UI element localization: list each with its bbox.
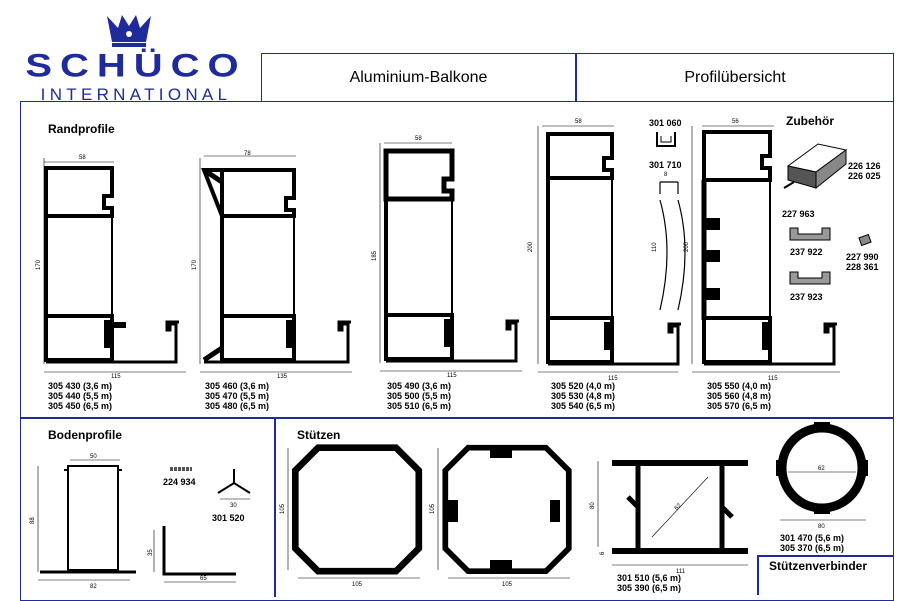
clip-top-drawing [656,132,676,147]
profile-1-width: 58 [79,155,86,161]
profile-4-numbers: 305 520 (4,0 m) 305 530 (4,8 m) 305 540 … [551,381,616,411]
clip-bottom-drawing: 8 110 [652,172,686,311]
section-randprofile: Randprofile [48,122,115,136]
angle-width-dim: 65 [200,576,207,582]
boden-width-dim: 50 [90,454,97,460]
profile-1-base: 115 [111,374,121,380]
clip-bottom-label: 301 710 [649,160,682,170]
small-clip-icon [170,467,192,471]
profile-2-numbers: 305 460 (3,6 m) 305 470 (5,5 m) 305 480 … [205,381,270,411]
bodenprofil-drawing: 50 88 82 [30,454,136,590]
round-outer-dim: 80 [818,524,825,530]
pin-icon [858,233,872,247]
i-width-dim: 111 [676,569,686,575]
profile-3-drawing: 58 185 115 [372,136,522,379]
profile-4-drawing: 58 200 115 [528,119,681,382]
profile-2-width: 78 [244,151,251,157]
header-divider [575,53,577,102]
i-height-dim: 80 [590,502,596,509]
profile-1-drawing: 58 170 115 [36,155,186,380]
brand-logo: SCHÜCO INTERNATIONAL [18,8,258,104]
doc-subtitle: Profilübersicht [684,68,786,86]
doc-title: Aluminium-Balkone [349,68,488,86]
bracket-icon-2 [789,271,831,285]
profile-3-height: 185 [372,250,378,261]
col-divider [274,417,276,597]
floor-clip-drawing: 30 [217,469,251,509]
post1-width-dim: 105 [352,582,363,588]
floor-clip-dim: 30 [230,503,237,509]
profile-5-numbers: 305 550 (4,0 m) 305 560 (4,8 m) 305 570 … [707,381,772,411]
section-stuetzen: Stützen [297,428,341,442]
brand-name: SCHÜCO [25,48,247,84]
profile-5-height: 200 [684,241,690,252]
i-flange-dim: 6 [600,551,606,555]
profile-2-base: 135 [277,374,288,380]
section-stuetzenverbinder: Stützenverbinder [769,559,868,573]
brand-sub: INTERNATIONAL [40,85,232,104]
section-zubehoer: Zubehör [786,114,834,128]
profile-3-numbers: 305 490 (3,6 m) 305 500 (5,5 m) 305 510 … [387,381,452,411]
zubehoer-item-3: 237 922 [790,247,823,257]
round-post: 62 80 [776,422,868,530]
angle-height-dim: 35 [148,549,154,556]
profile-1-numbers: 305 430 (3,6 m) 305 440 (5,5 m) 305 450 … [48,381,113,411]
post2-height-dim: 105 [430,503,436,514]
boden-base-dim: 82 [90,584,97,590]
verbinder-divider-v [757,555,759,595]
profile-3-width: 58 [415,136,422,142]
zubehoer-item-5: 237 923 [790,292,823,302]
connector-piece-icon [783,143,848,190]
zubehoer-item-1: 226 126 226 025 [848,161,881,181]
crown-icon [107,15,151,47]
profile-2-height: 170 [192,259,198,270]
verbinder-divider [757,555,894,557]
clip-height-dim: 110 [652,242,658,252]
round-inner-dim: 62 [818,466,825,472]
profile-5-drawing: 56 200 115 [684,119,840,382]
boden-height-dim: 88 [30,517,36,524]
clip-top-label: 301 060 [649,118,682,128]
profile-2-drawing: 78 170 135 [192,151,352,380]
section-bodenprofile: Bodenprofile [48,428,122,442]
round-post-numbers: 301 470 (5,6 m) 305 370 (6,5 m) [780,533,845,553]
boden-part-a: 224 934 [163,477,196,487]
post2-width-dim: 105 [502,582,513,588]
profile-3-base: 115 [447,373,457,379]
profile-4-base: 115 [608,376,618,382]
square-post-1: 105 105 [280,444,423,588]
clip-width-dim: 8 [664,172,668,178]
profile-4-width: 58 [575,119,582,125]
bracket-icon [789,227,831,241]
profile-5-width: 56 [732,119,739,125]
i-diag-dim: 62 [674,502,683,511]
boden-part-b: 301 520 [212,513,245,523]
post1-height-dim: 105 [280,503,286,514]
profile-4-height: 200 [528,241,534,252]
i-beam-post: 62 80 111 6 [590,460,748,575]
square-post-2: 105 105 [430,444,572,588]
profile-5-base: 115 [768,376,778,382]
angle-profile-drawing: 35 65 [148,526,236,583]
zubehoer-item-2: 227 963 [782,209,815,219]
row-divider [20,417,894,419]
profile-1-height: 170 [36,259,42,270]
zubehoer-item-4: 227 990 228 361 [846,252,879,272]
i-beam-numbers: 301 510 (5,6 m) 305 390 (6,5 m) [617,573,682,593]
